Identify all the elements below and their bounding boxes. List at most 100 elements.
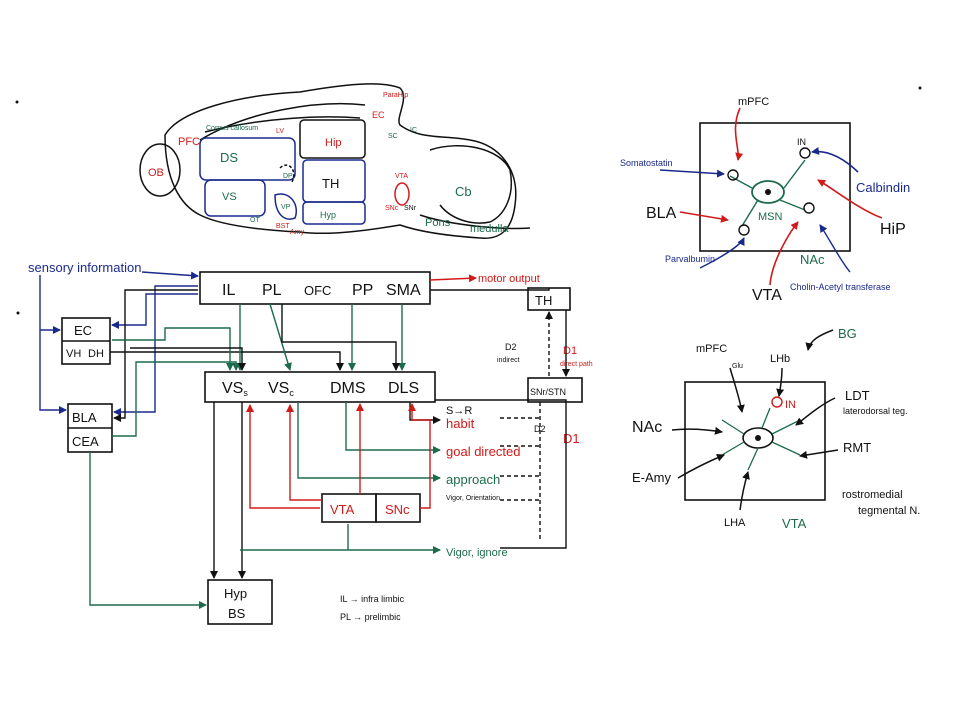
vta-rmt-full1: rostromedial: [842, 489, 903, 501]
brain-label-ec: EC: [372, 110, 385, 120]
snr-label: SNr/STN: [530, 387, 566, 397]
brain-label-ob: OB: [148, 167, 164, 179]
brain-label-pons: Pons: [425, 217, 451, 229]
vta-rmt: RMT: [843, 440, 871, 455]
msn-panel: [659, 107, 883, 286]
msn-hip: HiP: [880, 221, 906, 238]
brain-label-sc: SC: [388, 133, 398, 140]
brain-label-snr: SNr: [404, 205, 417, 212]
vta-lha: LHA: [724, 517, 746, 529]
legend-pl: PL → prelimbic: [340, 612, 401, 622]
vp-region: [274, 193, 297, 220]
msn-in: IN: [797, 137, 806, 147]
msn-msn: MSN: [758, 211, 783, 223]
brain-label-medulla: medulla: [470, 223, 509, 235]
brain-label-cb: Cb: [455, 184, 472, 199]
vta-bg: BG: [838, 326, 857, 341]
brain-label-pfc: PFC: [178, 136, 200, 148]
brain-label-cc: Corpus callosum: [206, 125, 258, 132]
brain-label-hyp: Hyp: [320, 210, 336, 220]
vta-lhb: LHb: [770, 353, 790, 365]
circuit-arrows: [39, 271, 570, 609]
motor-label: motor output: [478, 273, 540, 285]
hyp-box: [207, 579, 273, 625]
cortex-il: IL: [222, 282, 235, 299]
vta-mpfc: mPFC: [696, 343, 727, 355]
vta-in: IN: [785, 399, 796, 411]
out-sr: S→R: [446, 405, 472, 417]
msn-chat: Cholin-Acetyl transferase: [790, 282, 891, 292]
ec-label: EC: [74, 323, 92, 338]
d2b-label: D2: [534, 424, 546, 434]
Hyp-region: [302, 201, 366, 225]
VS-region: [204, 179, 266, 217]
brain-label-hip: Hip: [325, 137, 342, 149]
out-vigor-orient: Vigor, Orientation: [446, 495, 500, 502]
snr-box: [527, 377, 583, 403]
vta-labels: BG LHb mPFC Glu LDT laterodorsal teg. NA…: [632, 326, 920, 531]
sensory-label: sensory information: [28, 260, 141, 275]
cortex-pp: PP: [352, 282, 373, 299]
brain-label-vp: VP: [281, 204, 291, 211]
msn-vta: VTA: [752, 287, 782, 304]
cea-label: CEA: [72, 434, 99, 449]
msn-somatostatin: Somatostatin: [620, 158, 673, 168]
brain-outline: [164, 83, 517, 239]
direct-label: direct path: [560, 361, 593, 368]
stray-dot: [918, 86, 922, 90]
msn-mpfc: mPFC: [738, 96, 769, 108]
vh-label: VH: [66, 348, 81, 360]
pons-medulla: [419, 214, 531, 230]
msn-bla: BLA: [646, 205, 677, 222]
out-approach: approach: [446, 472, 500, 487]
snc-label: SNc: [385, 502, 410, 517]
out-vigor-ignore: Vigor, ignore: [446, 547, 508, 559]
vta-label: VTA: [330, 502, 355, 517]
vta-region: [394, 182, 410, 206]
brain-label-snc: SNc: [385, 205, 399, 212]
msn-parvalbumin: Parvalbumin: [665, 254, 715, 264]
indirect-label: indirect: [497, 357, 520, 364]
vta-panel: [671, 329, 839, 511]
vta-ldt: LDT: [845, 388, 870, 403]
msn-box: [699, 122, 851, 252]
legend-il: IL → infra limbic: [340, 594, 405, 604]
striatum-vs-s: VSs: [222, 380, 248, 398]
out-habit: habit: [446, 416, 475, 431]
d1-label: D1: [563, 345, 577, 357]
cortex-pl: PL: [262, 282, 282, 299]
cortex-sma: SMA: [386, 282, 421, 299]
cortex-ofc: OFC: [304, 283, 331, 298]
brain-label-ot: OT: [250, 217, 260, 224]
th-label: TH: [535, 293, 552, 308]
olfactory-bulb: [139, 143, 181, 197]
bla-label: BLA: [72, 410, 97, 425]
hippocampus-arc: [199, 103, 366, 141]
vta-eamy: E-Amy: [632, 470, 672, 485]
vta-rmt-full2: tegmental N.: [858, 505, 920, 517]
striatum-box: [204, 371, 436, 403]
brain-label-lv: LV: [276, 128, 284, 135]
brain-labels: PFC OB DS VS TH Hyp Hip EC ParaHip SC IC…: [148, 92, 509, 236]
Hip-region: [299, 119, 366, 159]
DS-region: [199, 137, 296, 181]
brain-label-vs: VS: [222, 191, 237, 203]
d2-label: D2: [505, 342, 517, 352]
brain-label-dp: DP: [283, 173, 293, 180]
vta-glu: Glu: [732, 363, 743, 370]
circuit-labels: sensory information motor output IL PL O…: [28, 260, 593, 622]
striatum-dms: DMS: [330, 380, 366, 397]
striatum-dls: DLS: [388, 380, 419, 397]
corpus-callosum: [204, 116, 361, 133]
brain-label-vta: VTA: [395, 173, 408, 180]
stray-dot: [16, 311, 20, 315]
brain-label-th: TH: [322, 176, 339, 191]
dp-region: [279, 164, 295, 183]
hyp-label: Hyp: [224, 586, 247, 601]
brain-label-ds: DS: [220, 150, 238, 165]
dh-label: DH: [88, 348, 104, 360]
bs-label: BS: [228, 606, 246, 621]
brain-label-amy: Amy: [290, 229, 305, 236]
vta-box: [684, 381, 826, 501]
